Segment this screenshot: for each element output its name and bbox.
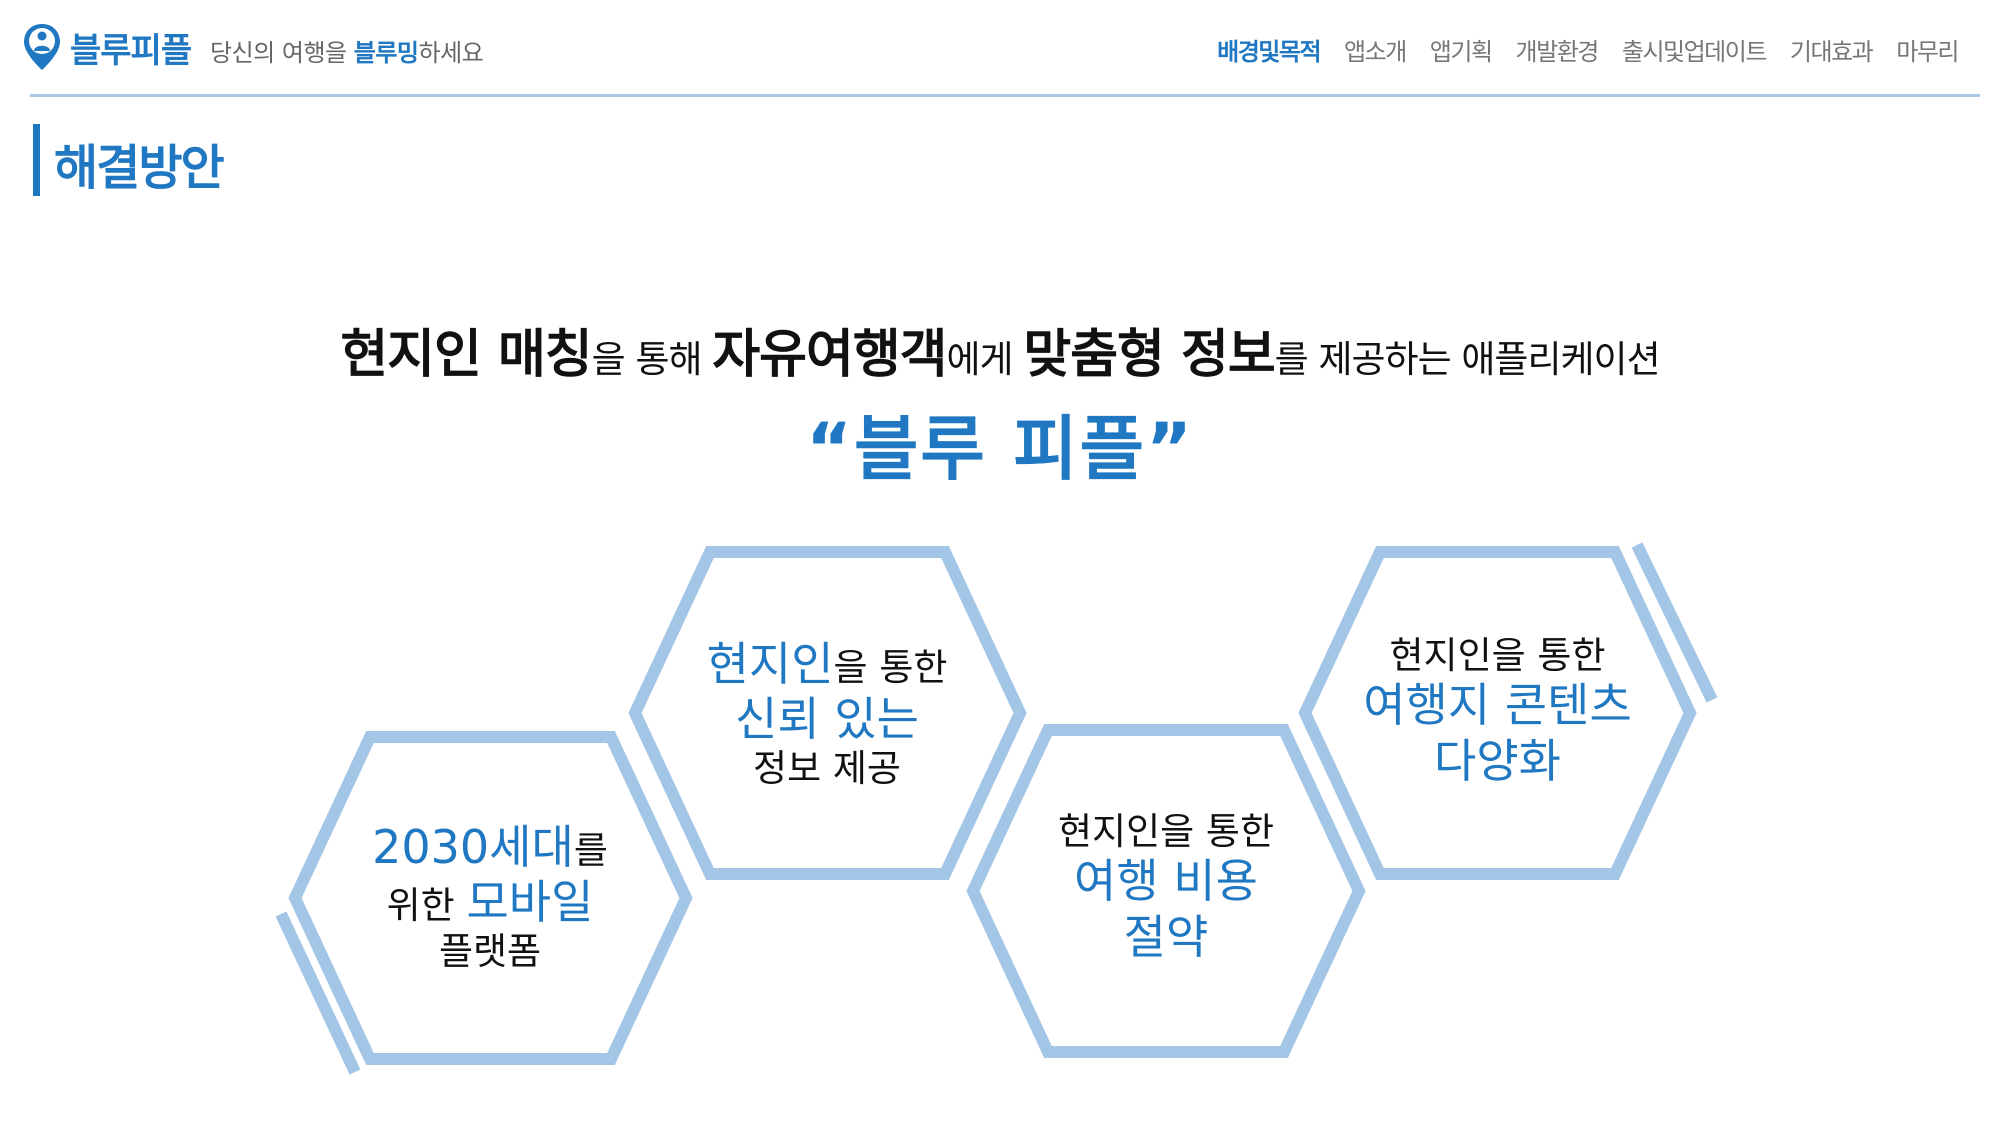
headline-part-2: 을 통해 [591, 338, 713, 381]
headline-part-6: 를 제공하는 애플리케이션 [1274, 338, 1661, 381]
hexagon-1 [288, 731, 693, 1065]
headline-part-1: 현지인 매칭 [340, 325, 592, 385]
brand-logo[interactable]: 블루피플 [22, 22, 192, 72]
hexagon-4 [1298, 546, 1697, 880]
hexagon-3-text: 현지인을 통한 여행 비용 절약 [1057, 810, 1274, 964]
brand-name: 블루피플 [70, 30, 192, 71]
headline-part-4: 에게 [946, 338, 1024, 381]
headline-part-3: 자유여행객 [712, 325, 947, 385]
hexagon-1-text: 2030세대를 위한 모바일 플랫폼 [372, 820, 608, 974]
headline: 현지인 매칭을 통해 자유여행객에게 맞춤형 정보를 제공하는 애플리케이션 [0, 312, 2000, 387]
nav-item-release[interactable]: 출시및업데이트 [1621, 38, 1768, 66]
hexagon-4-accent-line [1631, 542, 1718, 703]
hexagon-3 [966, 724, 1366, 1058]
hexagon-1-accent-line [275, 911, 361, 1075]
tagline-before: 당신의 여행을 [210, 39, 354, 67]
tagline-highlight: 블루밍 [353, 39, 419, 67]
nav-item-background[interactable]: 배경및목적 [1217, 38, 1321, 66]
section-title: 해결방안 [54, 140, 225, 196]
headline-part-5: 맞춤형 정보 [1023, 325, 1275, 385]
hexagon-4-text: 현지인을 통한 여행지 콘텐츠 다양화 [1363, 634, 1632, 788]
header-divider [30, 94, 1980, 97]
main-nav: 배경및목적 앱소개 앱기획 개발환경 출시및업데이트 기대효과 마무리 [1217, 32, 1959, 67]
nav-item-expected-effect[interactable]: 기대효과 [1789, 38, 1874, 66]
nav-item-app-plan[interactable]: 앱기획 [1429, 38, 1493, 66]
app-name-heading: “블루 피플” [806, 408, 1194, 490]
nav-item-dev-env[interactable]: 개발환경 [1515, 38, 1600, 66]
tagline: 당신의 여행을 블루밍하세요 [210, 33, 484, 68]
tagline-after: 하세요 [418, 39, 484, 67]
hexagon-2 [628, 546, 1027, 880]
nav-item-app-intro[interactable]: 앱소개 [1344, 38, 1407, 66]
top-header: 블루피플 당신의 여행을 블루밍하세요 배경및목적 앱소개 앱기획 개발환경 출… [0, 0, 2000, 97]
location-pin-person-icon [24, 24, 60, 70]
section-accent-bar [33, 124, 40, 196]
hexagon-2-text: 현지인을 통한 신뢰 있는 정보 제공 [706, 637, 948, 791]
nav-item-closing[interactable]: 마무리 [1896, 38, 1959, 66]
